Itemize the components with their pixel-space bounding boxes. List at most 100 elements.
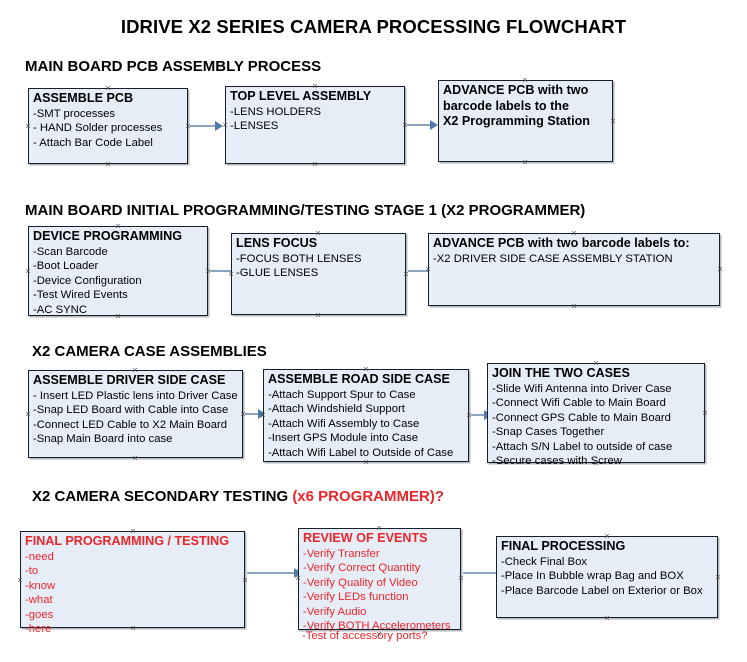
selection-handle[interactable]: [717, 266, 724, 273]
section-heading-x2-camera-case-assemblies: X2 CAMERA CASE ASSEMBLIES: [32, 343, 267, 360]
selection-handle[interactable]: [130, 528, 137, 535]
node-line: -Place Barcode Label on Exterior or Box: [501, 584, 703, 597]
selection-handle[interactable]: [25, 123, 32, 130]
node-title: TOP LEVEL ASSEMBLY: [230, 89, 372, 103]
section-heading-text: X2 CAMERA SECONDARY TESTING: [32, 488, 293, 505]
node-line: -Attach Wifi Assembly to Case: [268, 417, 420, 430]
node-assemble-road-side-case[interactable]: ASSEMBLE ROAD SIDE CASE -Attach Support …: [263, 369, 469, 462]
node-line: -AC SYNC: [33, 303, 87, 316]
selection-handle[interactable]: [315, 312, 322, 319]
node-line: - Attach Bar Code Label: [33, 136, 153, 149]
section-heading-text: MAIN BOARD INITIAL PROGRAMMING/TESTING S…: [25, 202, 586, 219]
node-assemble-driver-side-case[interactable]: ASSEMBLE DRIVER SIDE CASE - Insert LED P…: [28, 370, 243, 458]
selection-handle[interactable]: [425, 266, 432, 273]
node-line: -SMT processes: [33, 107, 116, 120]
selection-handle[interactable]: [25, 268, 32, 275]
node-final-programming-testing[interactable]: FINAL PROGRAMMING / TESTING -need -to -k…: [20, 531, 245, 635]
node-advance-pcb-to-programming-station[interactable]: ADVANCE PCB with two barcode labels to t…: [438, 80, 613, 162]
node-line: X2 Programming Station: [443, 114, 590, 128]
selection-handle[interactable]: [312, 83, 319, 90]
node-line: -Connect GPS Cable to Main Board: [492, 411, 671, 424]
node-title: FINAL PROCESSING: [501, 539, 626, 553]
node-line: -Scan Barcode: [33, 245, 108, 258]
selection-handle[interactable]: [571, 230, 578, 237]
node-lens-focus[interactable]: LENS FOCUS -FOCUS BOTH LENSES -GLUE LENS…: [231, 233, 406, 315]
node-line: -X2 DRIVER SIDE CASE ASSEMBLY STATION: [433, 252, 673, 265]
node-line: -Slide Wifi Antenna into Driver Case: [492, 382, 672, 395]
node-line: -Verify Correct Quantity: [303, 562, 421, 575]
node-line: - Insert LED Plastic lens into Driver Ca…: [33, 389, 238, 402]
node-line: -Attach Support Spur to Case: [268, 388, 416, 401]
selection-handle[interactable]: [132, 367, 139, 374]
selection-handle[interactable]: [522, 159, 529, 166]
node-line: -Verify Quality of Video: [303, 576, 418, 589]
section-heading-accent: (x6 PROGRAMMER)?: [292, 488, 444, 505]
node-line: -LENSES: [230, 120, 279, 133]
node-line: -Boot Loader: [33, 260, 99, 273]
selection-handle[interactable]: [260, 412, 267, 419]
selection-handle[interactable]: [295, 575, 302, 582]
selection-handle[interactable]: [105, 85, 112, 92]
selection-handle[interactable]: [522, 77, 529, 84]
node-device-programming[interactable]: DEVICE PROGRAMMING -Scan Barcode -Boot L…: [28, 226, 208, 316]
node-line: -LENS HOLDERS: [230, 105, 322, 118]
node-final-processing[interactable]: FINAL PROCESSING -Check Final Box -Place…: [496, 536, 718, 618]
node-line: -FOCUS BOTH LENSES: [236, 252, 362, 265]
selection-handle[interactable]: [25, 411, 32, 418]
selection-handle[interactable]: [130, 625, 137, 632]
node-line: -goes: [25, 608, 54, 621]
node-line: -Check Final Box: [501, 555, 588, 568]
section-heading-text: MAIN BOARD PCB ASSEMBLY PROCESS: [25, 58, 322, 75]
node-line: -Verify LEDs function: [303, 591, 409, 604]
section-heading-main-board-pcb-assembly: MAIN BOARD PCB ASSEMBLY PROCESS: [25, 58, 321, 75]
selection-handle[interactable]: [571, 303, 578, 310]
selection-handle[interactable]: [363, 366, 370, 373]
selection-handle[interactable]: [315, 230, 322, 237]
node-line: -Attach S/N Label to outside of case: [492, 440, 673, 453]
selection-handle[interactable]: [604, 533, 611, 540]
node-line: -GLUE LENSES: [236, 267, 319, 280]
selection-handle[interactable]: [132, 455, 139, 462]
node-line: -need: [25, 550, 54, 563]
selection-handle[interactable]: [222, 122, 229, 129]
node-top-level-assembly[interactable]: TOP LEVEL ASSEMBLY -LENS HOLDERS -LENSES: [225, 86, 405, 164]
section-heading-x2-camera-secondary-testing: X2 CAMERA SECONDARY TESTING (x6 PROGRAMM…: [32, 488, 444, 505]
selection-handle[interactable]: [610, 118, 617, 125]
node-title: ASSEMBLE ROAD SIDE CASE: [268, 372, 450, 386]
selection-handle[interactable]: [363, 459, 370, 466]
node-title: LENS FOCUS: [236, 236, 318, 250]
node-line: barcode labels to the: [443, 98, 569, 113]
node-assemble-pcb[interactable]: ASSEMBLE PCB -SMT processes - HAND Solde…: [28, 88, 188, 164]
selection-handle[interactable]: [593, 460, 600, 467]
node-join-the-two-cases[interactable]: JOIN THE TWO CASES -Slide Wifi Antenna i…: [487, 363, 705, 467]
node-title: FINAL PROGRAMMING / TESTING: [25, 534, 230, 548]
node-review-of-events[interactable]: REVIEW OF EVENTS -Verify Transfer -Verif…: [298, 528, 461, 632]
selection-handle[interactable]: [17, 577, 24, 584]
node-line: -Snap Cases Together: [492, 426, 605, 439]
selection-handle[interactable]: [312, 161, 319, 168]
section-heading-main-board-initial-programming: MAIN BOARD INITIAL PROGRAMMING/TESTING S…: [25, 202, 585, 219]
selection-handle[interactable]: [715, 574, 722, 581]
arrow-assemble-pcb-to-top-level: [190, 121, 224, 131]
selection-handle[interactable]: [105, 161, 112, 168]
selection-handle[interactable]: [228, 271, 235, 278]
selection-handle[interactable]: [604, 615, 611, 622]
selection-handle[interactable]: [593, 360, 600, 367]
node-title: REVIEW OF EVENTS: [303, 531, 428, 545]
selection-handle[interactable]: [702, 410, 709, 417]
node-title: ADVANCE PCB with two barcode labels to:: [433, 236, 690, 250]
node-line: -what: [25, 594, 53, 607]
selection-handle[interactable]: [115, 313, 122, 320]
section-heading-text: X2 CAMERA CASE ASSEMBLIES: [32, 343, 267, 360]
selection-handle[interactable]: [115, 223, 122, 230]
node-line: -know: [25, 579, 56, 592]
arrow-top-level-to-advance-pcb: [407, 120, 439, 130]
selection-handle[interactable]: [376, 525, 383, 532]
node-overflow-line: -Test of accessory ports?: [302, 630, 428, 642]
page-title: IDRIVE X2 SERIES CAMERA PROCESSING FLOWC…: [120, 16, 627, 37]
node-line: -Attach Windshield Support: [268, 403, 405, 416]
node-advance-pcb-to-driver-side-case[interactable]: ADVANCE PCB with two barcode labels to: …: [428, 233, 720, 306]
node-line: - HAND Solder processes: [33, 122, 163, 135]
selection-handle[interactable]: [376, 631, 383, 638]
node-line: -Snap Main Board into case: [33, 433, 173, 446]
